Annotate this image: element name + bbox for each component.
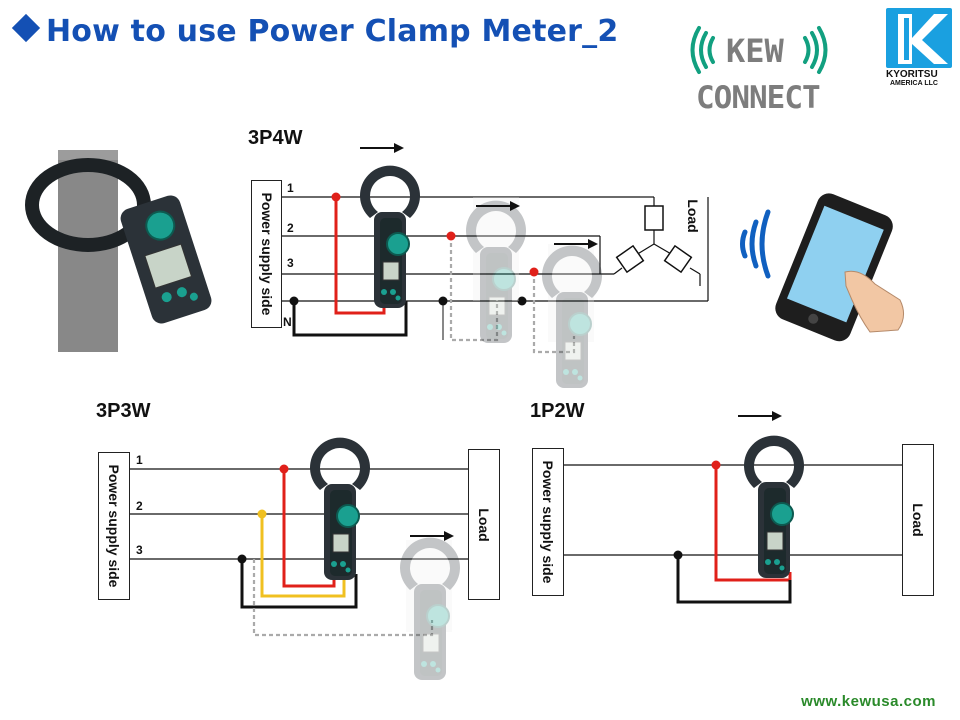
load-box-1p2w: Load [902,444,934,596]
connect-text: CONNECT [696,80,821,116]
supply-label-3p4w: Power supply side [258,192,275,316]
wire-label-3p3w-3: 3 [136,543,143,557]
load-box-3p4w: Load [680,188,706,304]
kew-text: KEW [726,32,784,70]
section-title-1p2w: 1P2W [530,400,585,422]
load-label-3p4w: Load [685,199,701,233]
wire-label-1: 1 [287,181,294,195]
supply-label-3p3w: Power supply side [106,464,122,588]
clamp-meter-photo [25,150,212,352]
smartphone-icon [740,193,904,342]
kyoritsu-sub: AMERICA LLC [890,80,938,87]
load-label-3p3w: Load [476,507,492,542]
section-title-3p4w: 3P4W [248,127,303,149]
supply-box-3p4w: Power supply side [251,180,282,328]
diagram-3p4w [282,142,709,389]
page-title: How to use Power Clamp Meter_2 [11,13,619,49]
wire-label-3p3w-2: 2 [136,499,143,513]
page-title-text: How to use Power Clamp Meter_2 [46,14,619,49]
diagram-3p3w [130,436,468,681]
kyoritsu-name: KYORITSU [886,69,938,80]
load-box-3p3w: Load [468,449,500,600]
wire-label-n: N [283,315,292,329]
diagram-1p2w [564,410,902,604]
supply-box-1p2w: Power supply side [532,448,564,596]
footer-url[interactable]: www.kewusa.com [801,693,936,710]
supply-label-1p2w: Power supply side [540,460,556,584]
load-label-1p2w: Load [910,503,926,537]
wire-label-3p3w-1: 1 [136,453,143,467]
wire-label-2: 2 [287,221,294,235]
wire-label-3: 3 [287,256,294,270]
supply-box-3p3w: Power supply side [98,452,130,600]
section-title-3p3w: 3P3W [96,400,151,422]
